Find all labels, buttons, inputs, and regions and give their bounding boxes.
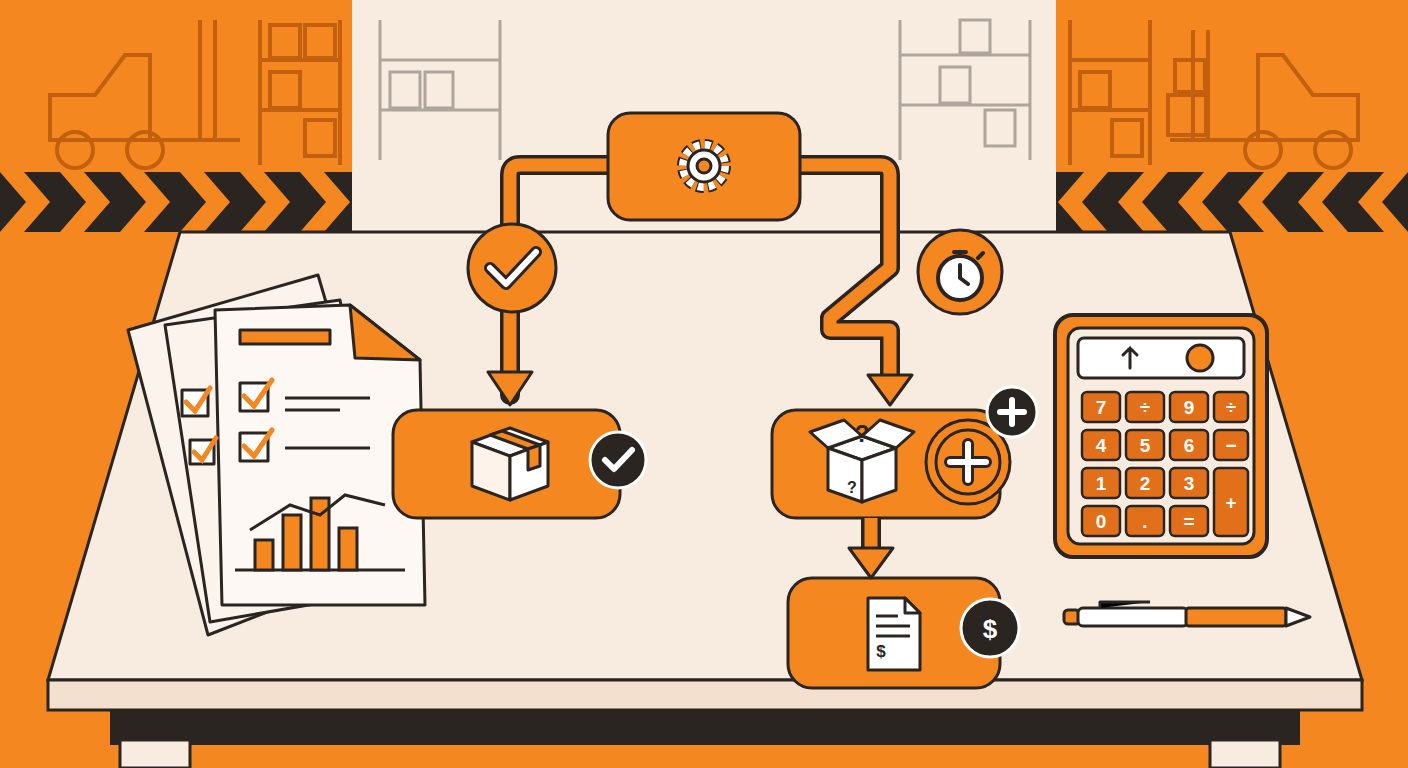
icon-symbol: ?	[855, 422, 870, 446]
icon-symbol: ?	[847, 480, 857, 496]
calculator-key: ÷	[1140, 398, 1150, 417]
calculator-key: 4	[1096, 436, 1107, 455]
calculator-key: 2	[1140, 474, 1151, 493]
calculator-key: −	[1225, 436, 1236, 455]
calculator-key: .	[1142, 512, 1147, 531]
flow-arrow	[849, 518, 893, 578]
process-box: $$	[788, 578, 1000, 688]
calculator-key: 7	[1096, 398, 1107, 417]
calculator-key: 6	[1184, 436, 1195, 455]
calculator-key: 5	[1140, 436, 1151, 455]
process-box: ??	[772, 410, 1000, 518]
icon-symbol: $	[983, 616, 997, 642]
calculator-key: =	[1183, 512, 1194, 531]
calculator-key: ÷	[1226, 398, 1236, 417]
icon-symbol: $	[876, 643, 885, 660]
calculator-key: 3	[1184, 474, 1195, 493]
calculator-key: +	[1225, 493, 1236, 512]
calculator-key: 0	[1096, 512, 1107, 531]
calculator-key: 9	[1184, 398, 1195, 417]
calculator-key: 1	[1096, 474, 1107, 493]
